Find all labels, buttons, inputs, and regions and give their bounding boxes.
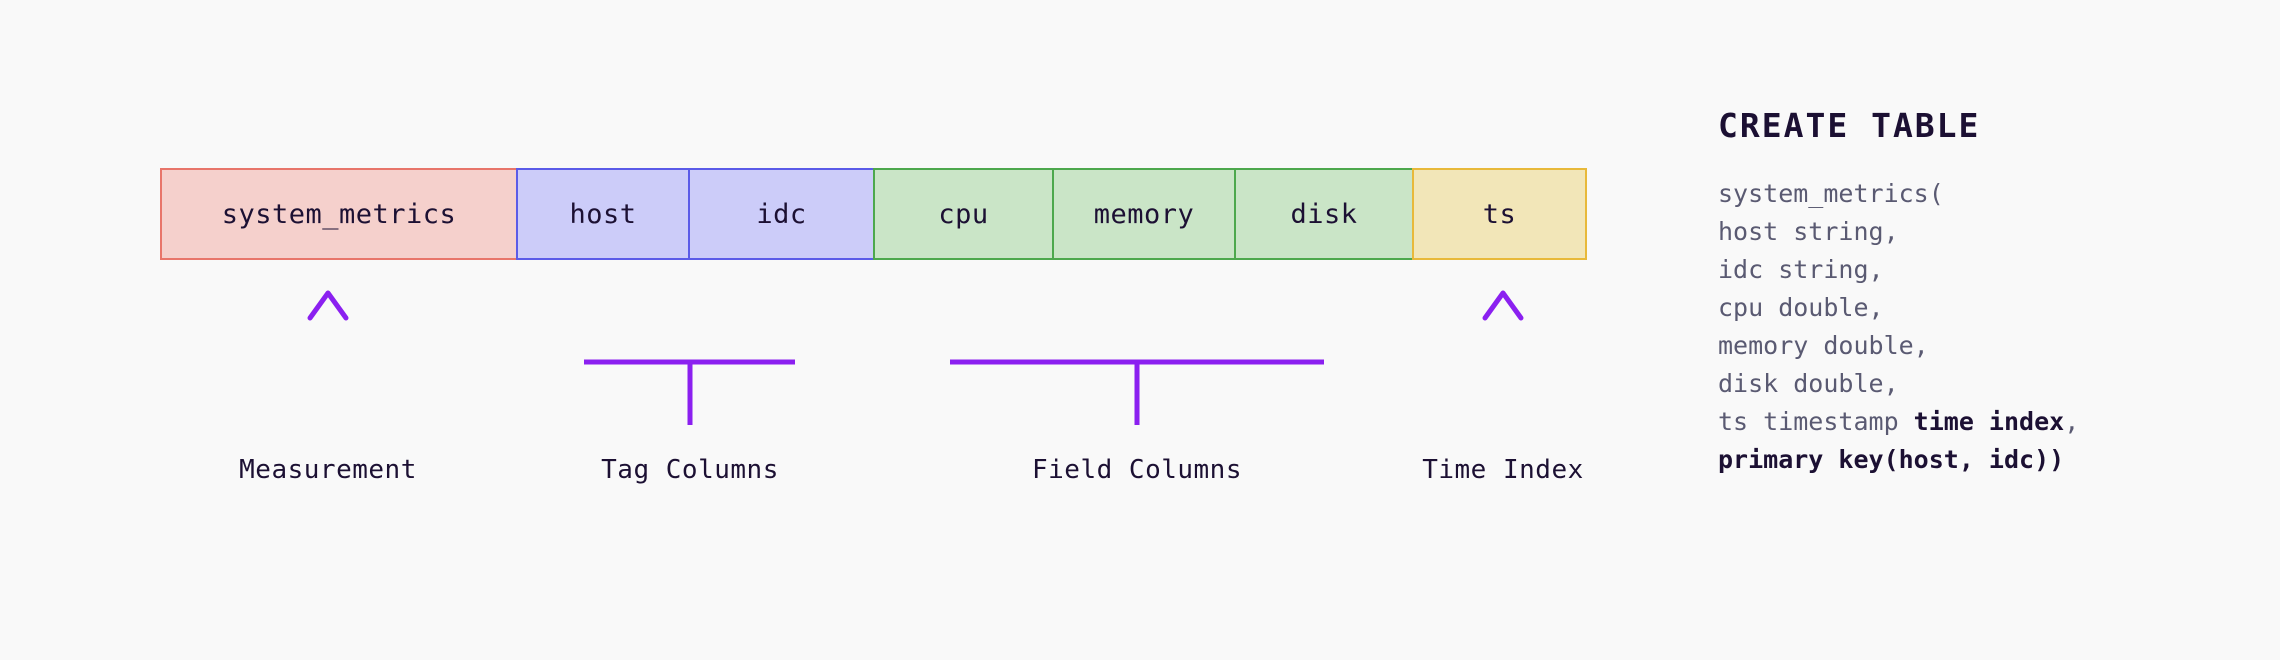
sql-line: primary key(host, idc)) [1718, 441, 2238, 479]
sql-line: memory double, [1718, 327, 2238, 365]
create-table-sql: system_metrics(host string, idc string, cp… [1718, 175, 2238, 479]
sql-text: , [2064, 407, 2080, 436]
create-table-title: CREATE TABLE [1718, 106, 1981, 145]
table-cell-ts[interactable]: ts [1412, 168, 1587, 260]
connector-time-index-arrow [1482, 290, 1524, 393]
sql-line: cpu double, [1718, 289, 2238, 327]
connector-measurement-arrow [307, 290, 349, 393]
table-cell-host[interactable]: host [516, 168, 690, 260]
table-cell-idc[interactable]: idc [688, 168, 875, 260]
sql-line: system_metrics( [1718, 175, 2238, 213]
table-cell-disk[interactable]: disk [1234, 168, 1414, 260]
column-group-time: ts [1412, 168, 1587, 260]
sql-text: memory double, [1718, 331, 1929, 360]
sql-text: host string, [1718, 217, 1899, 246]
sql-text: idc string, [1718, 255, 1884, 284]
sql-text: cpu double, [1718, 293, 1884, 322]
connector-tag-bracket [583, 300, 796, 425]
sql-line: host string, [1718, 213, 2238, 251]
sql-text: system_metrics( [1718, 179, 1944, 208]
label-tag: Tag Columns [601, 455, 779, 485]
sql-line: idc string, [1718, 251, 2238, 289]
column-group-measurement: system_metrics [160, 168, 518, 260]
table-cell-system_metrics[interactable]: system_metrics [160, 168, 518, 260]
create-table-panel: CREATE TABLE system_metrics(host string,… [1718, 106, 2238, 479]
sql-line: disk double, [1718, 365, 2238, 403]
label-field: Field Columns [1032, 455, 1242, 485]
sql-line: ts timestamp time index, [1718, 403, 2238, 441]
sql-keyword: primary key(host, idc)) [1718, 445, 2065, 474]
table-cell-memory[interactable]: memory [1052, 168, 1236, 260]
sql-keyword: time index [1913, 407, 2065, 436]
label-time: Time Index [1422, 455, 1584, 485]
label-measurement: Measurement [239, 455, 417, 485]
table-cell-cpu[interactable]: cpu [873, 168, 1054, 260]
sql-text: ts timestamp [1718, 407, 1914, 436]
connector-field-bracket [949, 300, 1325, 425]
sql-text: disk double, [1718, 369, 1899, 398]
